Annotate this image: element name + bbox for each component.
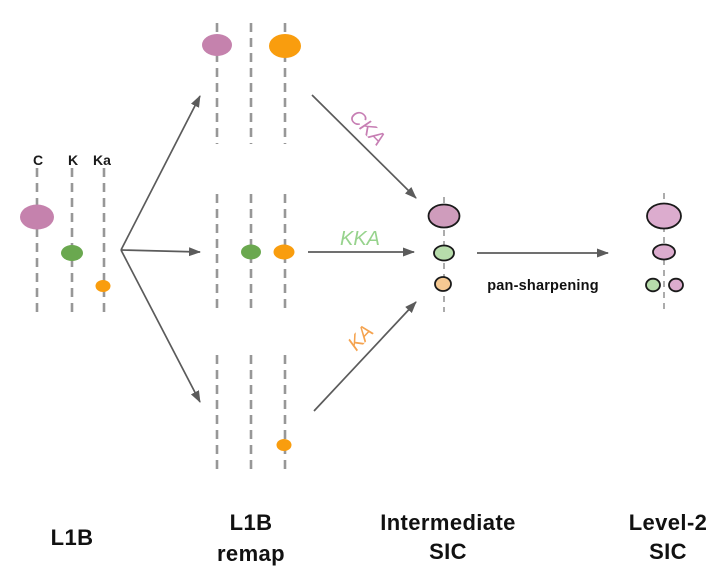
stage-l1b-remap: L1B remap [202, 23, 301, 566]
footprint-k-medium [61, 245, 83, 261]
footprint-ka-small [95, 280, 111, 292]
stage-caption-l1b-remap-line1: L1B [230, 510, 273, 535]
arrow-label-pan-sharpening: pan-sharpening [487, 278, 599, 294]
arrow-cka [311, 94, 417, 199]
stage-level2-sic: Level-2 SIC [629, 193, 708, 564]
stage-caption-intermediate-line1: Intermediate [380, 510, 516, 535]
remap-group-bottom [215, 355, 292, 470]
algorithm-arrows: CKA KKA KA [308, 94, 417, 412]
remap-group-middle [215, 194, 295, 308]
remap-footprint-green-medium [241, 244, 261, 260]
level2-footprint-medium [652, 243, 676, 261]
channel-label-ka: Ka [93, 152, 111, 168]
stage-caption-l1b: L1B [51, 525, 94, 550]
arrow-l1b-to-remap-top [120, 95, 201, 251]
arrow-label-ka: KA [344, 321, 378, 356]
remap-footprint-orange-large [269, 34, 301, 58]
stage-caption-l1b-remap-line2: remap [217, 541, 285, 566]
footprint-c-large [20, 204, 54, 230]
arrow-label-cka: CKA [345, 106, 390, 151]
arrow-label-kka: KKA [340, 228, 380, 250]
stage-caption-level2-line1: Level-2 [629, 510, 708, 535]
level2-footprint-large [646, 202, 682, 230]
remap-footprint-orange-medium [273, 244, 295, 260]
stage-intermediate-sic: Intermediate SIC [380, 197, 516, 564]
level2-footprint-small-pink [668, 277, 684, 293]
channel-label-c: C [33, 152, 43, 168]
remap-footprint-orange-small [276, 439, 292, 451]
arrow-ka [313, 301, 417, 412]
intermediate-footprint-small [434, 276, 452, 292]
remap-footprint-pink-large [202, 34, 232, 56]
intermediate-footprint-medium [433, 244, 455, 262]
stage-caption-intermediate-line2: SIC [429, 539, 467, 564]
stage-l1b: C K Ka L1B [20, 152, 111, 550]
arrow-l1b-to-remap-middle [120, 247, 201, 257]
stage-caption-level2-line2: SIC [649, 539, 687, 564]
level2-footprint-small-green [645, 277, 661, 293]
channel-label-k: K [68, 152, 78, 168]
pan-sharpening-step: pan-sharpening [477, 248, 609, 294]
fan-arrows [120, 95, 201, 403]
arrow-l1b-to-remap-bottom [120, 249, 201, 403]
intermediate-footprint-large [427, 203, 461, 229]
remap-group-top [202, 23, 301, 144]
